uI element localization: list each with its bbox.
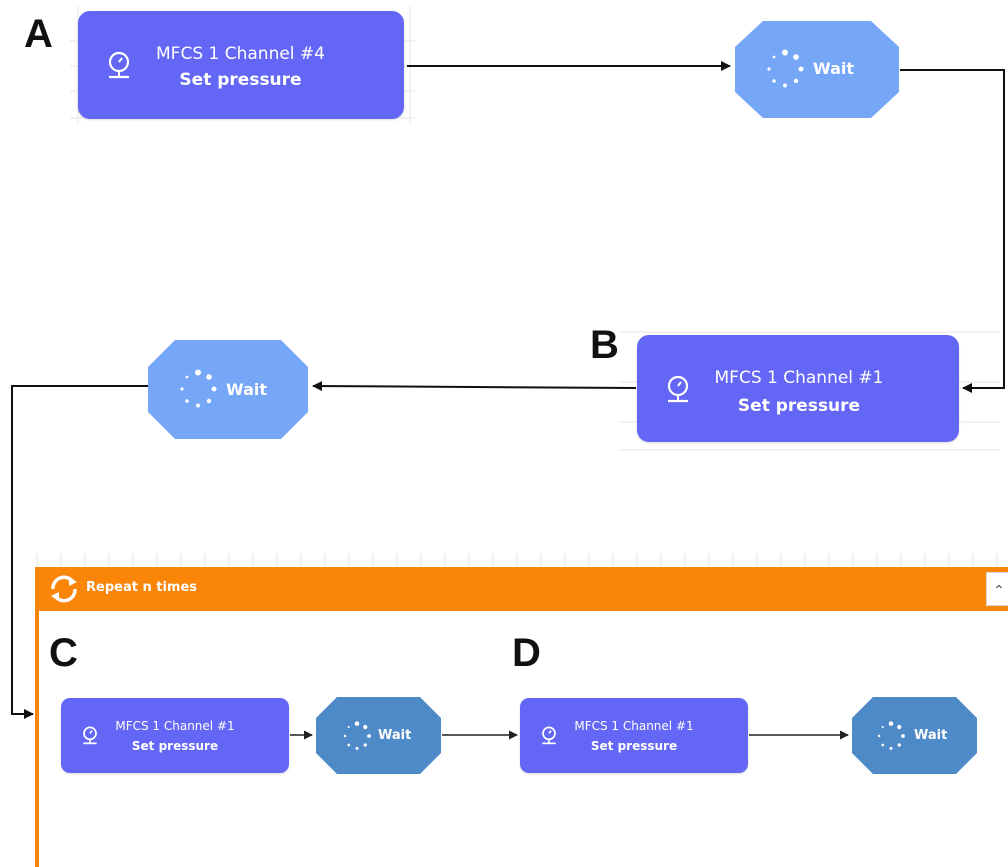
arrow-wait2-to-loop <box>11 385 148 719</box>
arrow-b-to-wait2 <box>312 381 637 392</box>
node-action-label: Set pressure <box>590 739 678 753</box>
repeat-loop-container <box>35 567 1008 867</box>
panel-label-d: D <box>512 631 541 675</box>
wait-node-4[interactable]: Wait <box>852 697 977 774</box>
set-pressure-node-d[interactable]: MFCS 1 Channel #1 Set pressure <box>520 698 748 773</box>
pressure-gauge-icon <box>108 51 130 79</box>
repeat-loop-title: Repeat n times <box>86 580 198 595</box>
wait-label: Wait <box>226 380 268 399</box>
node-device-label: MFCS 1 Channel #1 <box>714 368 884 388</box>
repeat-icon <box>51 575 77 603</box>
spinner-icon <box>877 721 905 750</box>
spinner-icon <box>343 721 371 750</box>
node-action-label: Set pressure <box>179 70 302 90</box>
pressure-gauge-icon <box>83 726 97 745</box>
panel-label-c: C <box>49 631 78 675</box>
spinner-icon <box>767 49 804 88</box>
pressure-gauge-icon <box>542 726 556 745</box>
node-device-label: MFCS 1 Channel #1 <box>574 719 694 733</box>
wait-node-2[interactable]: Wait <box>148 340 308 439</box>
collapse-button[interactable]: ⌃ <box>986 572 1008 606</box>
node-action-label: Set pressure <box>131 739 219 753</box>
spinner-icon <box>180 369 217 408</box>
set-pressure-node-c[interactable]: MFCS 1 Channel #1 Set pressure <box>61 698 289 773</box>
wait-label: Wait <box>813 59 855 78</box>
set-pressure-node-b[interactable]: MFCS 1 Channel #1 Set pressure <box>637 335 959 442</box>
repeat-loop-header[interactable] <box>35 567 1008 611</box>
node-device-label: MFCS 1 Channel #1 <box>115 719 235 733</box>
node-device-label: MFCS 1 Channel #4 <box>156 44 325 64</box>
node-action-label: Set pressure <box>737 396 861 416</box>
wait-label: Wait <box>914 728 948 743</box>
wait-node-3[interactable]: Wait <box>316 697 441 774</box>
panel-label-b: B <box>590 323 619 367</box>
wait-node-1[interactable]: Wait <box>735 21 899 118</box>
pressure-gauge-icon <box>667 375 689 403</box>
arrow-wait1-to-b <box>900 69 1005 393</box>
chevron-up-icon: ⌃ <box>993 582 1005 598</box>
panel-label-a: A <box>24 12 53 56</box>
wait-label: Wait <box>378 728 412 743</box>
set-pressure-node-a[interactable]: MFCS 1 Channel #4 Set pressure <box>78 11 404 119</box>
